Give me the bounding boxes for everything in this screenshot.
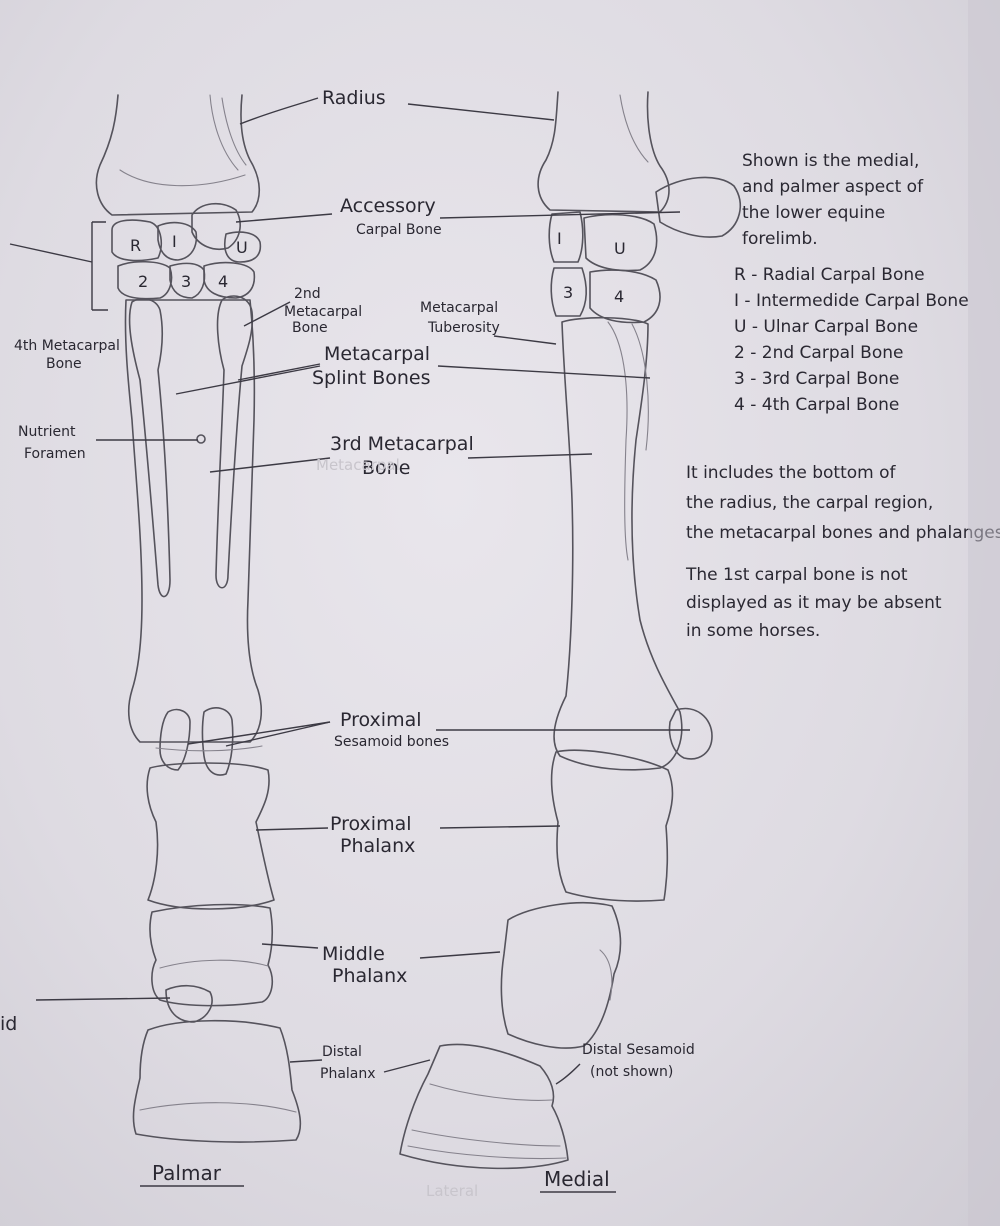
mark-palmar-2: 2	[138, 272, 148, 291]
palmar-intermediate-carpal	[157, 221, 198, 261]
medial-proximal-sesamoid	[668, 707, 713, 760]
mark-medial-i: I	[557, 229, 562, 248]
palmar-proximal-sesamoid-left	[159, 708, 191, 771]
label-splint-line1: Metacarpal	[324, 343, 430, 365]
palmar-proximal-phalanx	[146, 762, 275, 910]
palmar-view	[95, 94, 302, 1143]
note-key-i: I - Intermedide Carpal Bone	[734, 291, 969, 311]
mark-palmar-u: U	[236, 238, 248, 257]
note-includes-line2: the radius, the carpal region,	[686, 493, 933, 513]
label-middle-phalanx-line1: Middle	[322, 943, 385, 965]
note-key-3: 3 - 3rd Carpal Bone	[734, 369, 899, 389]
note-intro-line1: Shown is the medial,	[742, 151, 919, 171]
note-intro-line2: and palmer aspect of	[742, 177, 924, 197]
label-middle-phalanx-line2: Phalanx	[332, 965, 407, 987]
medial-ulnar-carpal	[583, 213, 658, 272]
label-distal-phalanx-line2: Phalanx	[320, 1066, 376, 1082]
mark-palmar-r: R	[130, 236, 141, 255]
medial-radius	[537, 91, 670, 213]
medial-carpal-4	[589, 269, 661, 324]
label-second-metacarpal-line1: 2nd	[294, 286, 321, 302]
medial-third-metacarpal	[553, 316, 683, 771]
label-nutrient-line2: Foramen	[24, 446, 86, 462]
label-tuberosity-line2: Tuberosity	[427, 320, 500, 336]
medial-carpal-3	[550, 267, 588, 317]
medial-accessory-carpal	[655, 176, 742, 238]
note-intro-line3: the lower equine	[742, 203, 885, 223]
medial-middle-phalanx	[500, 902, 622, 1049]
note-key-4: 4 - 4th Carpal Bone	[734, 395, 899, 415]
note-includes-line1: It includes the bottom of	[686, 463, 897, 483]
label-proximal-sesamoid-line2: Sesamoid bones	[334, 734, 449, 750]
nutrient-foramen-dot	[196, 434, 206, 444]
title-medial: Medial	[544, 1167, 610, 1191]
label-accessory-line2: Carpal Bone	[356, 222, 442, 238]
note-first-carpal-line2: displayed as it may be absent	[686, 593, 942, 613]
note-key-r: R - Radial Carpal Bone	[734, 265, 925, 285]
medial-proximal-phalanx	[550, 749, 674, 902]
label-fourth-metacarpal-line2: Bone	[46, 356, 82, 372]
palmar-radial-carpal	[111, 219, 163, 262]
note-key-u: U - Ulnar Carpal Bone	[734, 317, 918, 337]
note-includes-line3: the metacarpal bones and phalanges	[686, 523, 1000, 543]
title-palmar: Palmar	[152, 1161, 222, 1185]
note-first-carpal-line3: in some horses.	[686, 621, 820, 641]
label-second-metacarpal-line2: Metacarpal	[284, 304, 362, 320]
palmar-middle-phalanx	[149, 903, 274, 1007]
label-distal-sesamoid-line1: Distal Sesamoid	[582, 1042, 695, 1058]
label-radius: Radius	[322, 87, 386, 109]
note-first-carpal-line1: The 1st carpal bone is not	[685, 565, 908, 585]
palmar-radius	[95, 94, 261, 216]
mark-medial-u: U	[614, 239, 626, 258]
medial-intermediate-carpal	[548, 211, 584, 263]
notes: Shown is the medial, and palmer aspect o…	[685, 151, 1000, 641]
label-second-metacarpal-line3: Bone	[292, 320, 328, 336]
palmar-carpal-2	[117, 260, 173, 300]
mark-medial-3: 3	[563, 283, 573, 302]
label-distal-sesamoid-line2: (not shown)	[590, 1064, 673, 1080]
label-third-metacarpal-line1: 3rd Metacarpal	[330, 433, 474, 455]
label-proximal-phalanx-line2: Phalanx	[340, 835, 415, 857]
erased-lateral-text: Lateral	[426, 1182, 478, 1200]
palmar-accessory-carpal	[191, 202, 241, 250]
leader-lines	[9, 97, 690, 1193]
palmar-carpal-4	[203, 261, 256, 299]
medial-distal-phalanx	[399, 1043, 569, 1170]
note-key-2: 2 - 2nd Carpal Bone	[734, 343, 903, 363]
labels: Radius Accessory Carpal Bone 2nd Metacar…	[0, 87, 695, 1082]
label-accessory-line1: Accessory	[340, 195, 436, 217]
note-intro-line4: forelimb.	[742, 229, 818, 249]
label-proximal-sesamoid-line1: Proximal	[340, 709, 422, 731]
mark-palmar-3: 3	[181, 272, 191, 291]
palmar-fourth-metacarpal	[128, 297, 171, 598]
palmar-carpal-3	[169, 262, 206, 299]
label-distal-phalanx-line1: Distal	[322, 1044, 362, 1060]
palmar-second-metacarpal	[215, 295, 254, 589]
mark-palmar-4: 4	[218, 272, 228, 291]
mark-palmar-i: I	[172, 232, 177, 251]
palmar-third-metacarpal	[124, 299, 263, 743]
medial-splint-bone	[607, 321, 629, 561]
mark-medial-4: 4	[614, 287, 624, 306]
bone-marks: R I U 2 3 4 I U 3 4	[130, 229, 626, 306]
label-tuberosity-line1: Metacarpal	[420, 300, 498, 316]
label-nutrient-line1: Nutrient	[18, 424, 76, 440]
label-splint-line2: Splint Bones	[312, 367, 431, 389]
paper-edge-shadow	[968, 0, 1000, 1226]
view-titles: Metacarpal Lateral Palmar Medial	[152, 456, 610, 1200]
erased-metacarpal-text: Metacarpal	[316, 456, 400, 474]
palmar-ulnar-carpal	[224, 231, 262, 263]
label-fourth-metacarpal-line1: 4th Metacarpal	[14, 338, 120, 354]
label-cut-off-left: id	[0, 1013, 17, 1035]
label-proximal-phalanx-line1: Proximal	[330, 813, 412, 835]
palmar-distal-phalanx	[132, 1019, 302, 1143]
label-third-metacarpal-line2: Bone	[362, 457, 410, 479]
